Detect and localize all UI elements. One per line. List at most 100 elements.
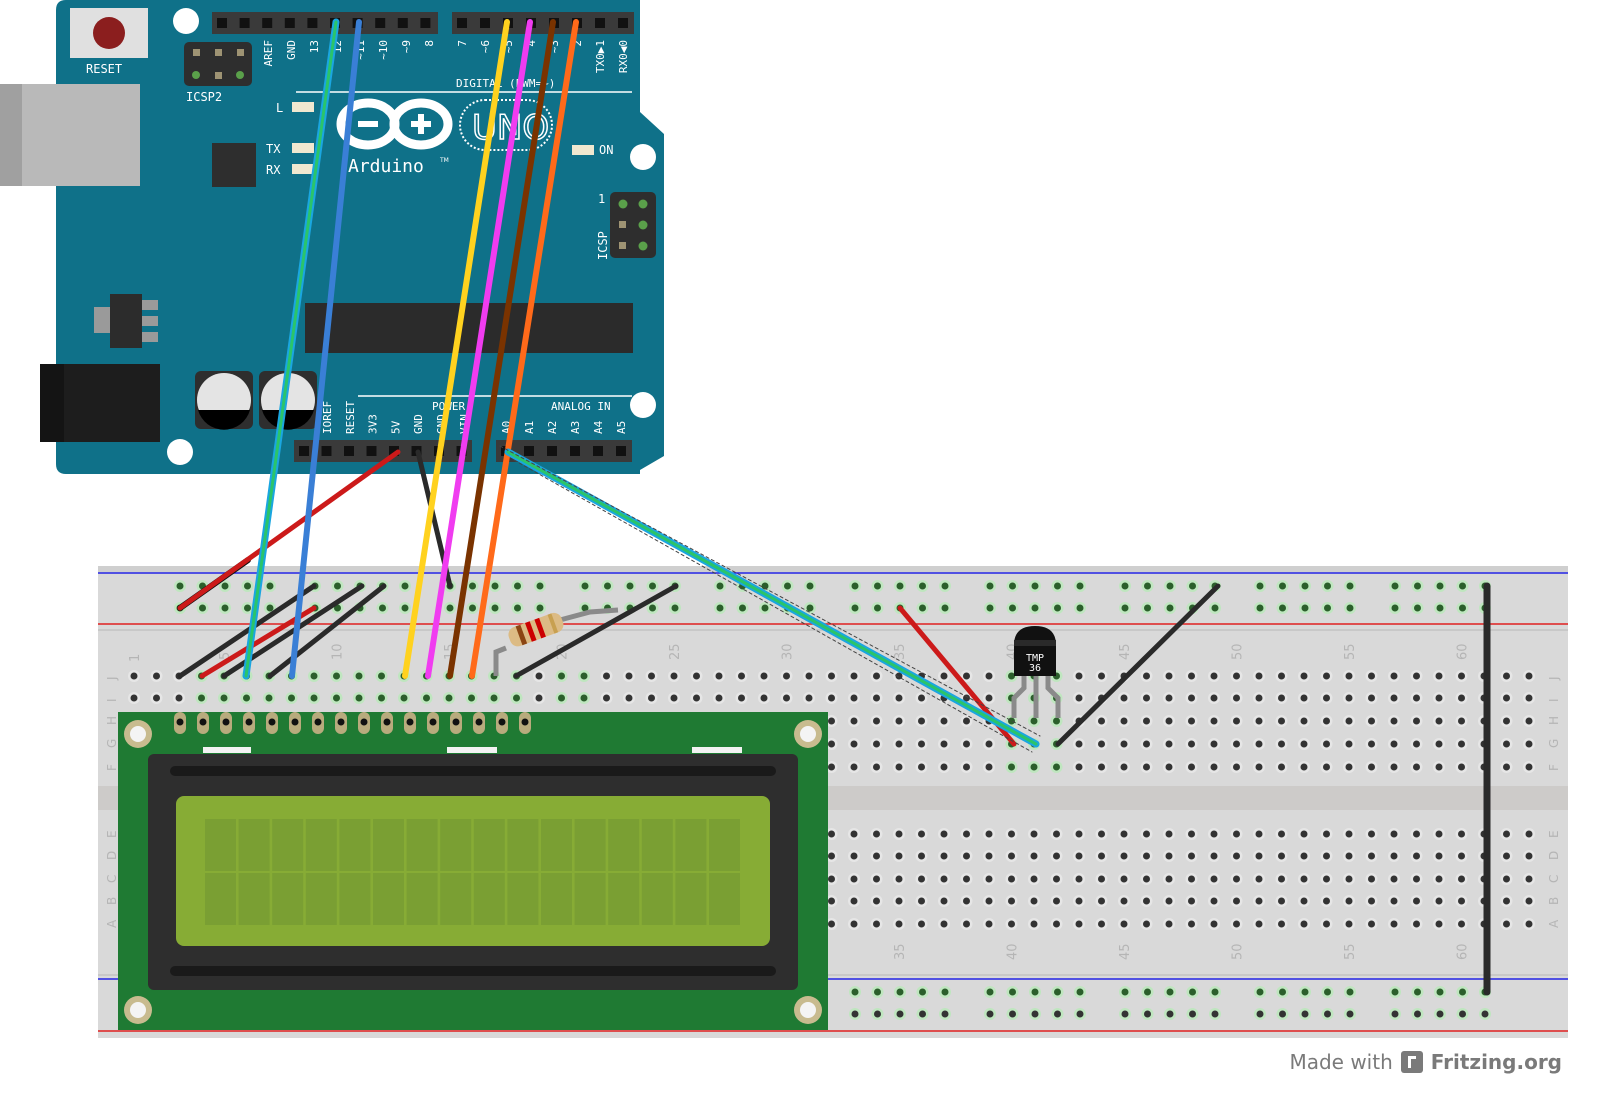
- breadboard-hole[interactable]: [1120, 763, 1128, 771]
- breadboard-hole[interactable]: [963, 830, 970, 838]
- rail-hole[interactable]: [1076, 582, 1084, 590]
- breadboard-hole[interactable]: [850, 920, 858, 928]
- breadboard-hole[interactable]: [963, 897, 970, 905]
- rail-hole[interactable]: [581, 604, 589, 612]
- breadboard-hole[interactable]: [1368, 672, 1375, 680]
- breadboard-hole[interactable]: [603, 694, 610, 702]
- rail-hole[interactable]: [1166, 988, 1174, 996]
- breadboard-hole[interactable]: [1413, 897, 1420, 905]
- rail-hole[interactable]: [514, 604, 521, 612]
- rail-hole[interactable]: [1436, 582, 1444, 590]
- rail-hole[interactable]: [469, 604, 476, 612]
- header-pin[interactable]: [299, 446, 309, 456]
- breadboard-hole[interactable]: [850, 830, 858, 838]
- breadboard-hole[interactable]: [670, 694, 678, 702]
- breadboard-hole[interactable]: [1188, 717, 1195, 725]
- breadboard-hole[interactable]: [1008, 852, 1015, 860]
- rail-hole[interactable]: [1211, 604, 1219, 612]
- rail-hole[interactable]: [1324, 604, 1331, 612]
- breadboard-hole[interactable]: [963, 852, 970, 860]
- breadboard-hole[interactable]: [1165, 717, 1173, 725]
- breadboard-hole[interactable]: [715, 672, 723, 680]
- rail-hole[interactable]: [1256, 582, 1264, 590]
- breadboard-hole[interactable]: [1458, 763, 1465, 771]
- breadboard-hole[interactable]: [625, 672, 633, 680]
- breadboard-hole[interactable]: [985, 897, 993, 905]
- wire-jumper-black[interactable]: [177, 583, 317, 679]
- breadboard-hole[interactable]: [918, 875, 925, 883]
- breadboard-hole[interactable]: [1075, 875, 1083, 883]
- breadboard-hole[interactable]: [715, 694, 723, 702]
- rail-hole[interactable]: [1459, 604, 1466, 612]
- breadboard-hole[interactable]: [1345, 897, 1353, 905]
- breadboard-hole[interactable]: [850, 717, 858, 725]
- breadboard-hole[interactable]: [1278, 830, 1285, 838]
- breadboard-hole[interactable]: [1233, 740, 1240, 748]
- rail-hole[interactable]: [1144, 604, 1151, 612]
- breadboard-hole[interactable]: [1210, 830, 1218, 838]
- breadboard-hole[interactable]: [1143, 717, 1150, 725]
- rail-hole[interactable]: [1346, 988, 1354, 996]
- breadboard-hole[interactable]: [850, 852, 858, 860]
- breadboard-hole[interactable]: [1390, 852, 1398, 860]
- breadboard-hole[interactable]: [1188, 897, 1195, 905]
- rail-hole[interactable]: [1211, 988, 1219, 996]
- breadboard-hole[interactable]: [1300, 897, 1308, 905]
- rail-hole[interactable]: [1189, 1010, 1196, 1018]
- header-pin[interactable]: [321, 446, 332, 456]
- breadboard-hole[interactable]: [873, 875, 880, 883]
- breadboard-hole[interactable]: [1030, 852, 1038, 860]
- arduino-uno[interactable]: RESET ICSP2 L TX RX ON Arduino: [0, 0, 664, 474]
- breadboard-hole[interactable]: [1255, 740, 1263, 748]
- wire-pin12-to-lcd[interactable]: [244, 20, 338, 678]
- breadboard-hole[interactable]: [1143, 920, 1150, 928]
- breadboard-hole[interactable]: [1368, 852, 1375, 860]
- breadboard-hole[interactable]: [1435, 897, 1443, 905]
- breadboard-hole[interactable]: [1300, 694, 1308, 702]
- breadboard-hole[interactable]: [1120, 717, 1128, 725]
- breadboard-hole[interactable]: [558, 672, 565, 680]
- breadboard-hole[interactable]: [1053, 717, 1060, 725]
- rail-hole[interactable]: [221, 604, 229, 612]
- breadboard-hole[interactable]: [985, 920, 993, 928]
- breadboard-hole[interactable]: [1030, 875, 1038, 883]
- breadboard-hole[interactable]: [828, 717, 835, 725]
- rail-hole[interactable]: [851, 582, 859, 590]
- breadboard-hole[interactable]: [580, 672, 588, 680]
- breadboard-hole[interactable]: [963, 694, 970, 702]
- rail-hole[interactable]: [1031, 582, 1039, 590]
- breadboard-hole[interactable]: [1345, 875, 1353, 883]
- breadboard-hole[interactable]: [895, 694, 903, 702]
- wire-pin5-to-lcd[interactable]: [402, 19, 510, 679]
- breadboard-hole[interactable]: [1345, 830, 1353, 838]
- rail-hole[interactable]: [1346, 582, 1354, 590]
- breadboard-hole[interactable]: [918, 852, 925, 860]
- breadboard-hole[interactable]: [1143, 672, 1150, 680]
- breadboard-hole[interactable]: [445, 694, 453, 702]
- breadboard-hole[interactable]: [1120, 740, 1128, 748]
- breadboard-hole[interactable]: [1188, 852, 1195, 860]
- rail-hole[interactable]: [536, 582, 544, 590]
- rail-hole[interactable]: [379, 604, 386, 612]
- breadboard-hole[interactable]: [1390, 672, 1398, 680]
- breadboard-hole[interactable]: [1525, 830, 1533, 838]
- rail-hole[interactable]: [919, 1010, 926, 1018]
- header-pin[interactable]: [593, 446, 603, 456]
- breadboard-hole[interactable]: [1323, 875, 1330, 883]
- breadboard-hole[interactable]: [1300, 740, 1308, 748]
- breadboard-hole[interactable]: [558, 694, 565, 702]
- rail-hole[interactable]: [1436, 1010, 1444, 1018]
- breadboard-hole[interactable]: [1255, 830, 1263, 838]
- breadboard-hole[interactable]: [963, 920, 970, 928]
- breadboard-hole[interactable]: [1300, 875, 1308, 883]
- rail-hole[interactable]: [244, 604, 251, 612]
- header-pin[interactable]: [284, 18, 295, 28]
- breadboard-hole[interactable]: [1255, 717, 1263, 725]
- breadboard-hole[interactable]: [1413, 852, 1420, 860]
- header-pin[interactable]: [547, 446, 557, 456]
- rail-hole[interactable]: [1076, 1010, 1084, 1018]
- header-pin[interactable]: [618, 18, 628, 28]
- header-pin[interactable]: [397, 18, 408, 28]
- breadboard-hole[interactable]: [828, 694, 835, 702]
- breadboard-hole[interactable]: [1098, 830, 1105, 838]
